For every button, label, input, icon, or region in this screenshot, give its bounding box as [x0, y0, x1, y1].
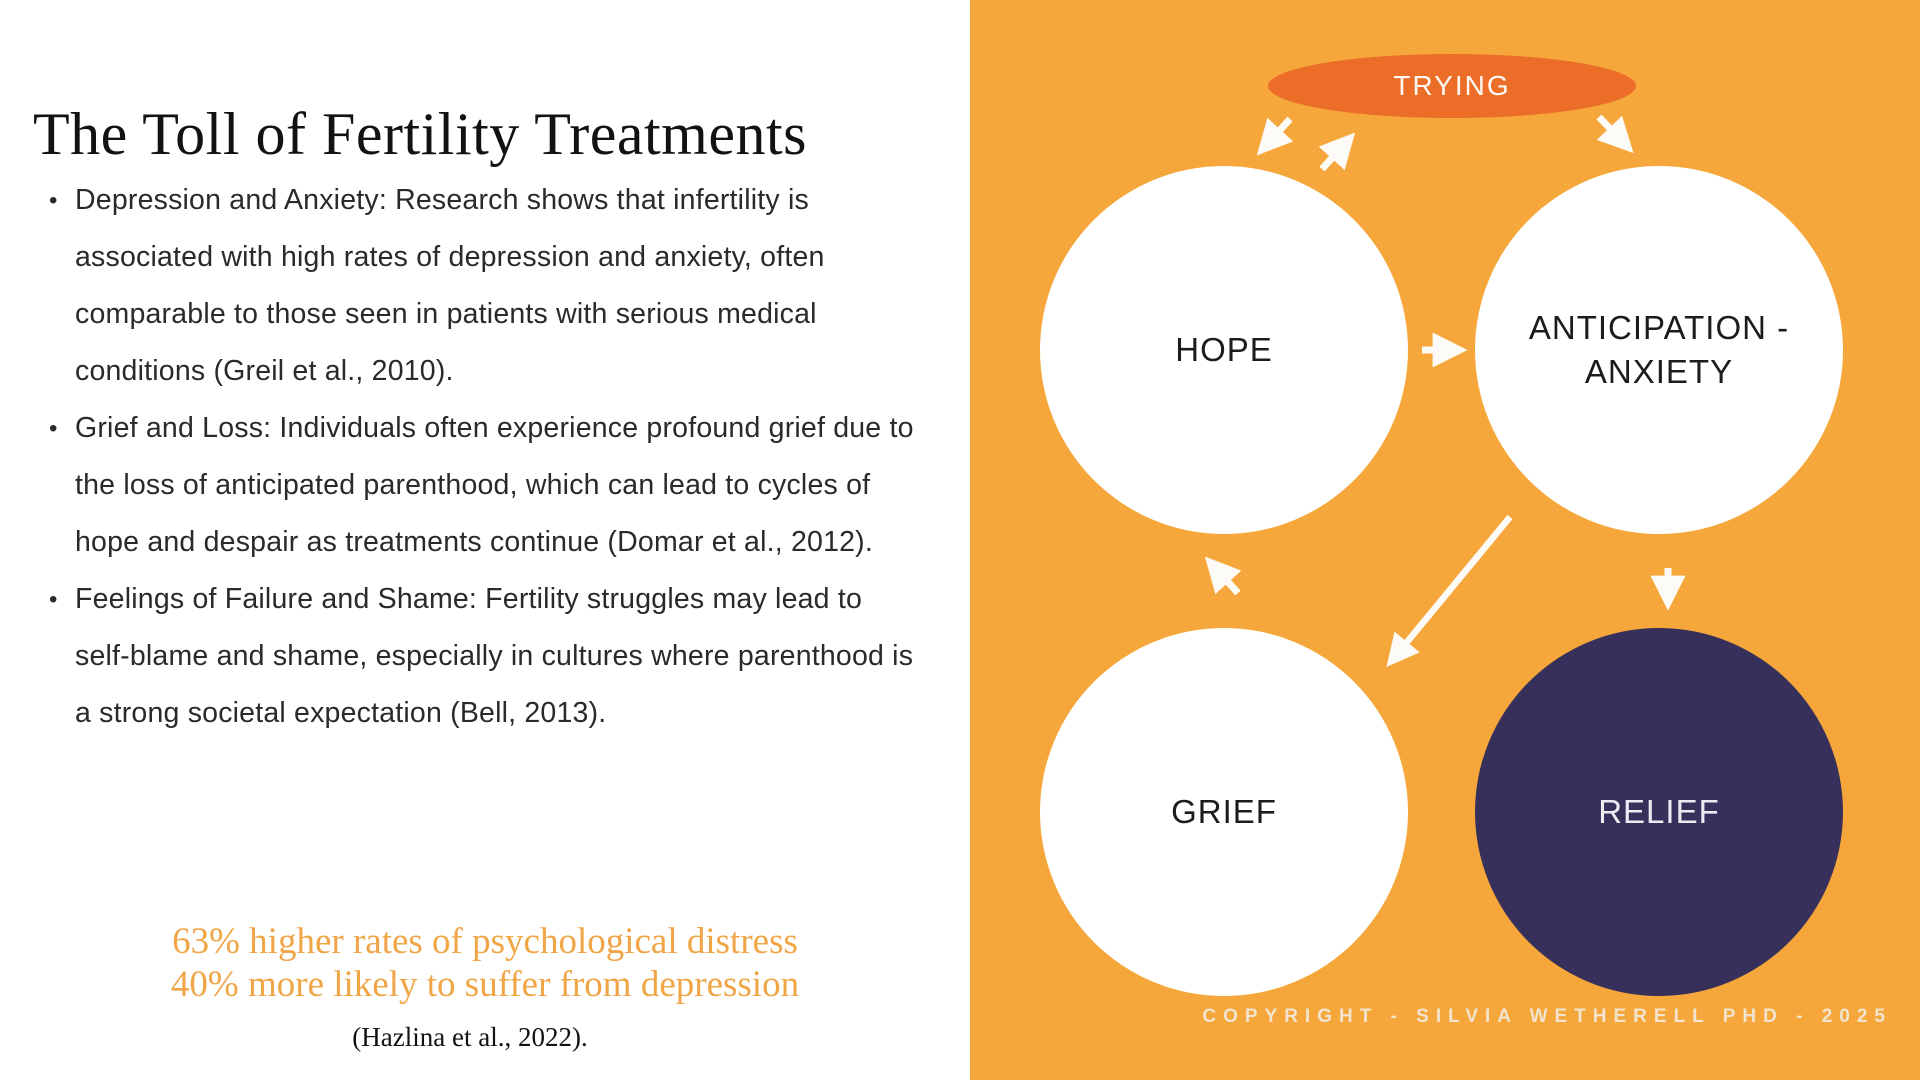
arrow-hope-to-trying	[1318, 132, 1356, 172]
diagram-arrows	[1204, 114, 1686, 668]
hope-label: HOPE	[1175, 331, 1273, 368]
stat-line-distress: 63% higher rates of psychological distre…	[172, 921, 798, 962]
grief-label: GRIEF	[1171, 793, 1277, 830]
diagram-node-hope: HOPE	[1040, 166, 1408, 534]
arrow-anticipation-to-grief	[1386, 514, 1513, 668]
arrow-trying-to-hope	[1256, 116, 1294, 156]
diagram-node-grief: GRIEF	[1040, 628, 1408, 996]
text-panel: The Toll of Fertility Treatments Depress…	[0, 0, 970, 1080]
citation: (Hazlina et al., 2022).	[352, 1022, 588, 1052]
page-title: The Toll of Fertility Treatments	[33, 101, 807, 168]
bullet-item-failure-shame: Feelings of Failure and Shame: Fertility…	[47, 571, 922, 742]
bullet-item-grief-loss: Grief and Loss: Individuals often experi…	[47, 400, 922, 571]
statistics-block: 63% higher rates of psychological distre…	[0, 920, 970, 1006]
trying-label: TRYING	[1393, 70, 1511, 101]
bullet-item-depression-anxiety: Depression and Anxiety: Research shows t…	[47, 172, 922, 400]
arrow-grief-to-hope	[1204, 556, 1242, 596]
stat-line-depression: 40% more likely to suffer from depressio…	[170, 964, 800, 1005]
bullet-list: Depression and Anxiety: Research shows t…	[47, 172, 922, 742]
diagram-node-anticipation-anxiety: ANTICIPATION - ANXIETY	[1475, 166, 1843, 534]
cycle-diagram-panel: TRYING HOPE ANTICIPATION - ANXIETY GRIEF…	[970, 0, 1920, 1080]
diagram-node-trying: TRYING	[1268, 54, 1636, 118]
relief-label: RELIEF	[1598, 793, 1720, 830]
arrow-trying-to-anticipation	[1596, 114, 1634, 154]
anticipation-anxiety-label: ANTICIPATION - ANXIETY	[1528, 309, 1790, 390]
diagram-node-relief: RELIEF	[1475, 628, 1843, 996]
copyright-text: COPYRIGHT - SILVIA WETHERELL PHD - 2025	[1202, 1006, 1892, 1027]
